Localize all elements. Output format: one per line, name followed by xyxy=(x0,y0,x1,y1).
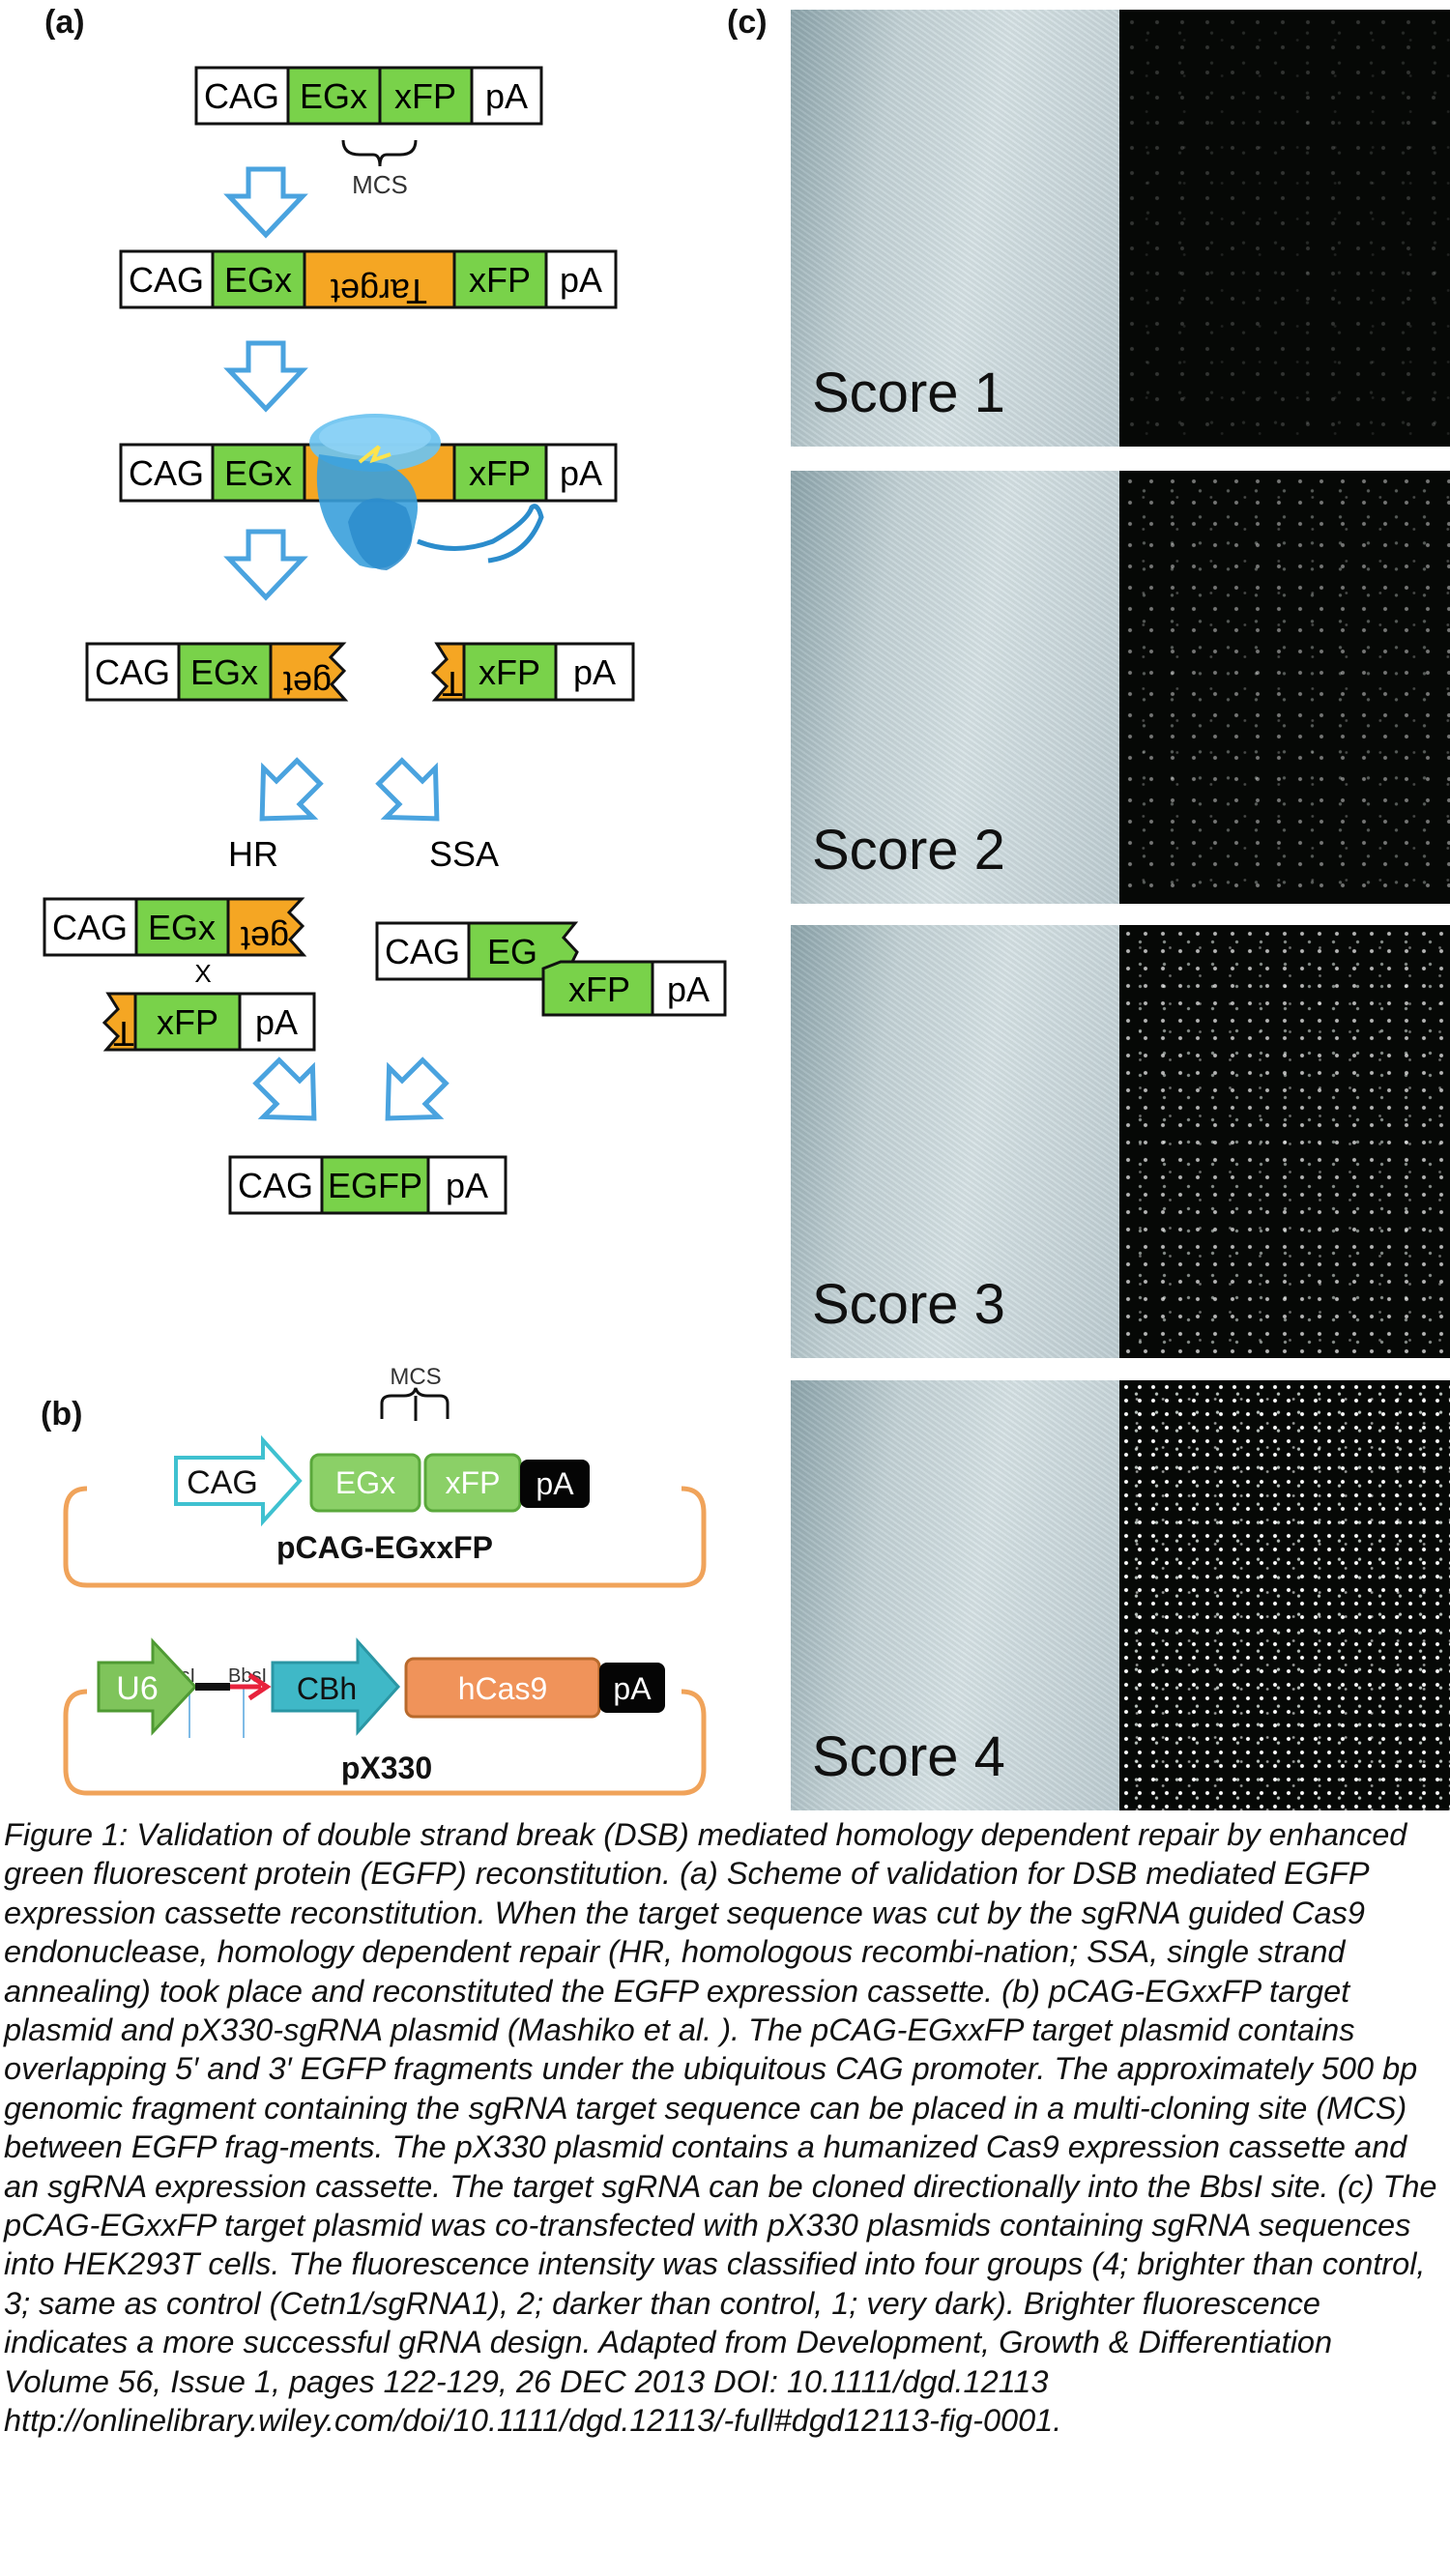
ssa-annealing: CAG EG xFP pA xyxy=(375,921,727,1017)
hr-label: HR xyxy=(228,834,278,874)
xfp-label: xFP xyxy=(446,1465,501,1500)
xfp-label: xFP xyxy=(469,260,531,300)
egx-label: EGx xyxy=(224,453,292,493)
plasmid-name: pX330 xyxy=(341,1751,432,1785)
cassette-row-1: CAG EGx xFP pA MCS xyxy=(194,66,543,199)
fluorescence-image xyxy=(1119,925,1450,1358)
target-fragment-left: get xyxy=(241,919,289,959)
u6-label: U6 xyxy=(116,1670,158,1707)
hr-recombination: CAG EGx get X T xFP pA xyxy=(43,897,316,1054)
cag-label: CAG xyxy=(187,1464,258,1501)
cag-label: CAG xyxy=(238,1166,313,1205)
diagonal-arrow-icon xyxy=(259,757,324,822)
score-label: Score 3 xyxy=(812,1273,1005,1336)
egx-label: EGx xyxy=(224,260,292,300)
egx-label: EGx xyxy=(148,908,216,947)
cag-label: CAG xyxy=(52,908,128,947)
cag-label: CAG xyxy=(204,76,279,116)
score-panel-2: Score 2 xyxy=(791,471,1450,904)
target-fragment-left: get xyxy=(283,664,332,704)
u6-promoter-arrow xyxy=(97,1637,198,1736)
target-fragment-right: T xyxy=(113,1014,134,1054)
fluorescence-image xyxy=(1119,471,1450,904)
eg-fragment-label: EG xyxy=(487,932,537,971)
panel-label-b: (b) xyxy=(41,1396,83,1433)
target-fragment-right: T xyxy=(442,664,463,704)
fluorescence-image xyxy=(1119,1380,1450,1810)
diagonal-arrow-icon xyxy=(375,757,440,822)
cag-promoter-arrow xyxy=(174,1434,303,1527)
figure-caption: Figure 1: Validation of double strand br… xyxy=(4,1817,1437,2439)
plasmid-diagram: MCS CAG EGx xFP pA pCAG-EGxxFP BbsI BbsI… xyxy=(63,1364,707,1796)
cag-label: CAG xyxy=(95,652,170,692)
egfp-label: EGFP xyxy=(328,1166,422,1205)
egx-label: EGx xyxy=(190,652,258,692)
pa-label: pA xyxy=(667,970,710,1009)
brightfield-image xyxy=(791,925,1119,1358)
down-arrow-icon xyxy=(229,169,303,235)
pa-label: pA xyxy=(255,1002,298,1042)
score-panel-3: Score 3 xyxy=(791,925,1450,1358)
diagonal-arrow-icon xyxy=(252,1056,317,1121)
cbh-label: CBh xyxy=(297,1671,357,1706)
xfp-label: xFP xyxy=(157,1002,218,1042)
px330-plasmid: BbsI BbsI U6 CBh hCas9 pA pX330 xyxy=(63,1637,707,1796)
score-panel-4: Score 4 xyxy=(791,1380,1450,1810)
score-panel-1: Score 1 xyxy=(791,10,1450,447)
score-label: Score 4 xyxy=(812,1725,1005,1788)
pa-label: pA xyxy=(573,652,616,692)
down-arrow-icon xyxy=(229,343,303,409)
pcag-egxxfp-plasmid: MCS CAG EGx xFP pA pCAG-EGxxFP xyxy=(63,1364,707,1588)
xfp-label: xFP xyxy=(478,652,540,692)
egx-label: EGx xyxy=(300,76,367,116)
fluorescence-image xyxy=(1119,10,1450,447)
xfp-label: xFP xyxy=(469,453,531,493)
cag-label: CAG xyxy=(385,932,460,971)
cag-label: CAG xyxy=(129,453,204,493)
mcs-bracket xyxy=(380,1387,450,1419)
pa-label: pA xyxy=(613,1671,652,1706)
mcs-bracket xyxy=(341,139,418,167)
pa-label: pA xyxy=(560,453,602,493)
brightfield-image xyxy=(791,471,1119,904)
brightfield-image xyxy=(791,1380,1119,1810)
cross-label: X xyxy=(194,959,211,988)
xfp-fragment-label: xFP xyxy=(568,970,630,1009)
cassette-row-4: CAG EGx get T xFP pA xyxy=(85,642,635,704)
cas9-icon xyxy=(309,414,544,570)
mcs-label: MCS xyxy=(352,170,408,199)
brightfield-image xyxy=(791,10,1119,447)
cbh-promoter-arrow xyxy=(271,1637,401,1736)
hcas9-label: hCas9 xyxy=(458,1671,548,1706)
ssa-label: SSA xyxy=(429,834,499,874)
egfp-cassette: CAG EGFP pA xyxy=(228,1155,508,1215)
xfp-label: xFP xyxy=(394,76,456,116)
pa-label: pA xyxy=(485,76,528,116)
score-label: Score 1 xyxy=(812,362,1005,424)
down-arrow-icon xyxy=(229,532,303,597)
pa-label: pA xyxy=(560,260,602,300)
cassette-scheme-diagram: CAG EGx xFP pA MCS CAG EGx Target xFP pA… xyxy=(43,66,727,1215)
diagonal-arrow-icon xyxy=(385,1056,450,1121)
mcs-label: MCS xyxy=(390,1364,441,1390)
panel-label-c: (c) xyxy=(727,4,768,41)
plasmid-name: pCAG-EGxxFP xyxy=(276,1530,493,1565)
pa-label: pA xyxy=(536,1466,574,1501)
pa-label: pA xyxy=(446,1166,488,1205)
target-label: Target xyxy=(331,272,427,311)
egx-label: EGx xyxy=(335,1465,395,1500)
score-label: Score 2 xyxy=(812,819,1005,882)
panel-label-a: (a) xyxy=(44,4,85,41)
cassette-row-2: CAG EGx Target xFP pA xyxy=(119,249,618,311)
cassette-row-3: CAG EGx xFP pA xyxy=(119,414,618,570)
cag-label: CAG xyxy=(129,260,204,300)
